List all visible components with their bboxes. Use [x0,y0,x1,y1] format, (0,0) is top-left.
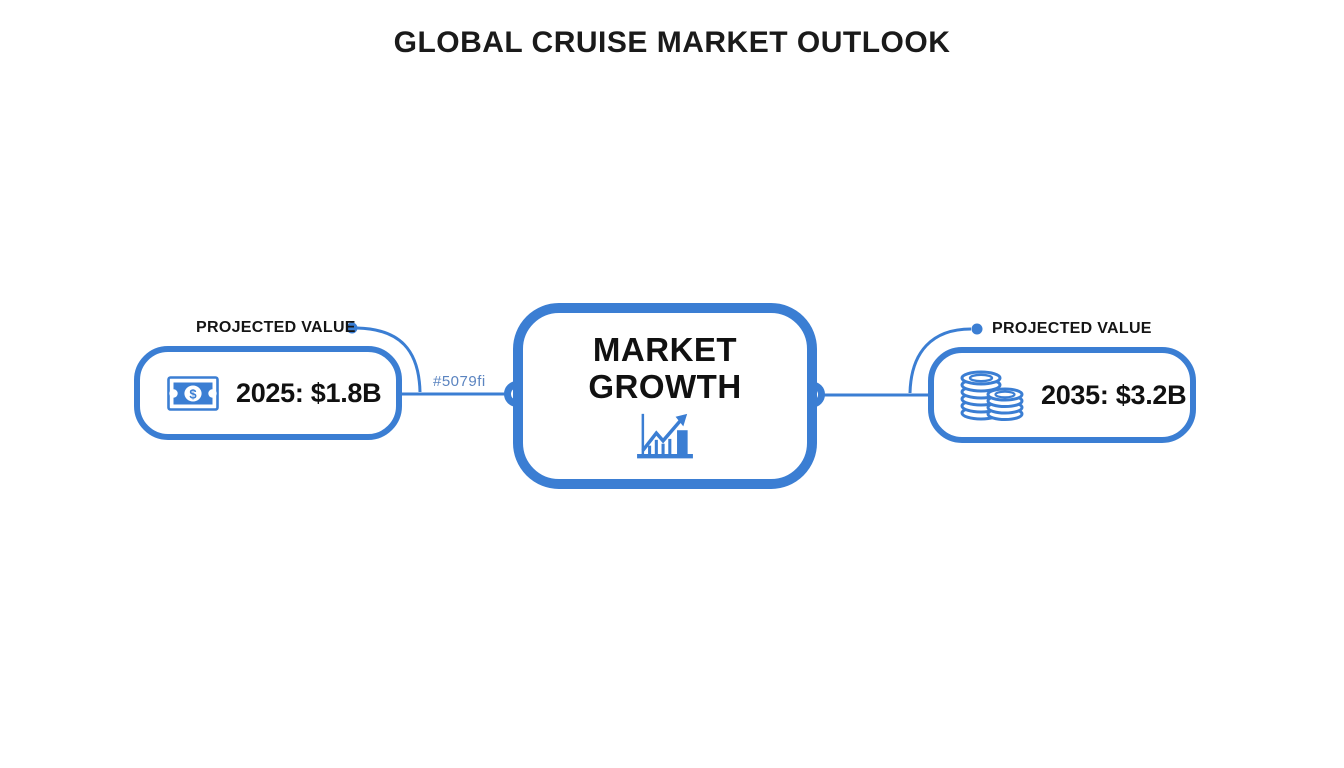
growth-chart-icon [634,410,696,462]
value-2025: 2025: $1.8B [236,377,382,408]
value-2035: 2035: $3.2B [1041,379,1187,410]
svg-text:$: $ [189,386,197,401]
dollar-bill-icon: $ [167,375,219,411]
coin-stack-icon [958,368,1026,422]
connector-annotation: #5079fi [433,373,486,390]
page-title: GLOBAL CRUISE MARKET OUTLOOK [393,26,951,59]
center-title-line2: GROWTH [588,367,742,405]
left-projected-value-label: PROJECTED VALUE [196,319,356,336]
node-2025-value: $ 2025: $1.8B [134,346,402,440]
node-2035-value: 2035: $3.2B [928,347,1196,443]
right-label-dot [971,323,983,335]
right-projected-value-label: PROJECTED VALUE [992,320,1152,337]
node-market-growth: MARKET GROWTH [513,303,817,489]
center-title-line1: MARKET [592,330,738,368]
